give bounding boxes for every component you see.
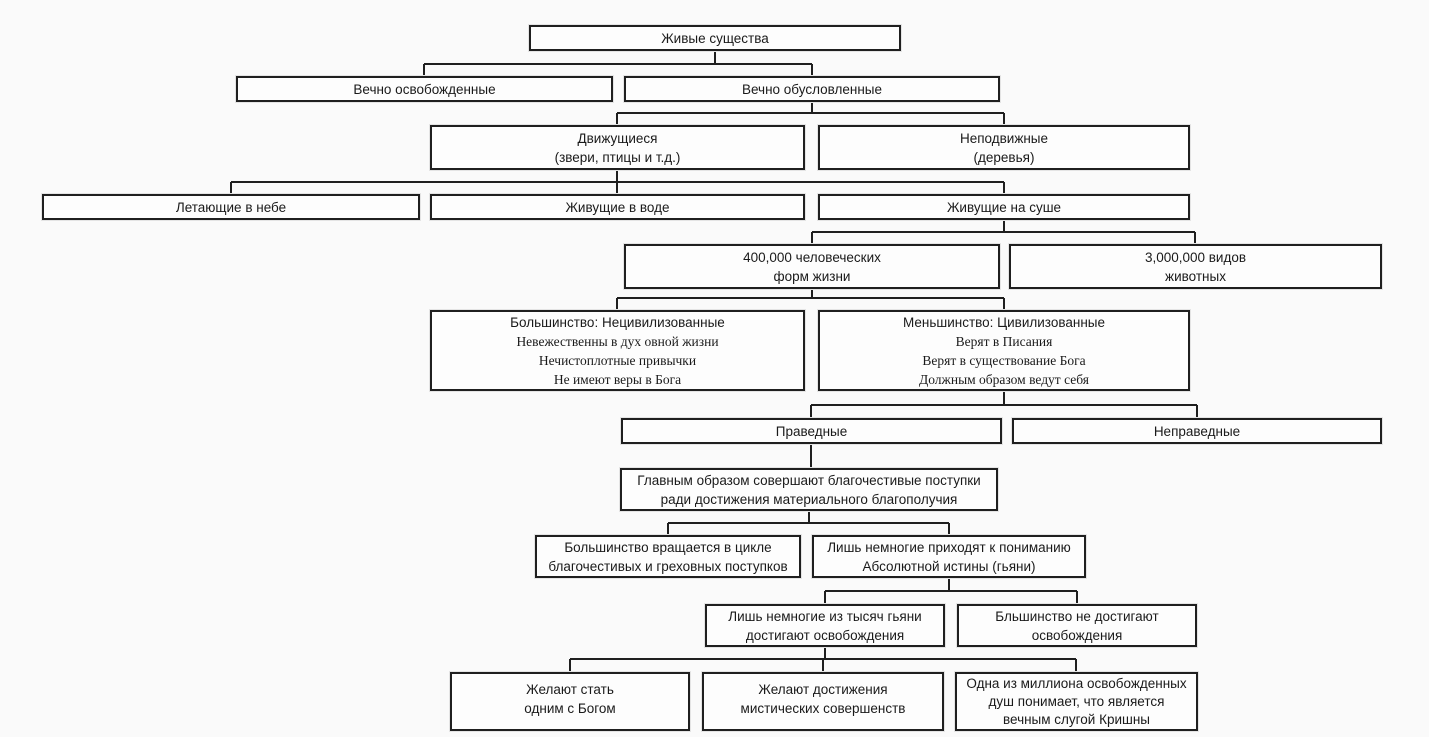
node-pious-activities: Главным образом совершают благочестивые … — [620, 468, 998, 511]
node-label: Живущие в воде — [565, 199, 670, 215]
node-label: Живущие на суше — [946, 199, 1062, 215]
node-label: Вечно обусловленные — [741, 81, 882, 97]
node-uncivilized: Большинство: Нецивилизованные Невежестве… — [430, 310, 805, 391]
node-living-beings: Живые существа — [529, 25, 901, 51]
node-flying: Летающие в небе — [42, 194, 420, 220]
node-label: (деревья) — [973, 149, 1035, 165]
node-impious: Неправедные — [1012, 418, 1382, 444]
node-label: Живые существа — [661, 30, 769, 46]
node-label: Меньшинство: Цивилизованные — [902, 314, 1106, 330]
node-pious: Праведные — [621, 418, 1002, 444]
node-label: Должным образом ведут себя — [919, 371, 1089, 387]
node-label: Невежественны в дух овной жизни — [516, 333, 719, 349]
node-water: Живущие в воде — [430, 194, 805, 220]
node-label: Праведные — [775, 423, 848, 439]
node-label: душ понимает, что является — [988, 693, 1165, 709]
node-label: Верят в Писания — [955, 333, 1053, 349]
node-label: Движущиеся — [577, 130, 658, 146]
node-label: Не имеют веры в Бога — [553, 371, 682, 387]
node-label: одним с Богом — [524, 701, 616, 716]
node-eternally-conditioned: Вечно обусловленные — [624, 76, 1000, 102]
node-animal-species: 3,000,000 видов животных — [1009, 244, 1382, 289]
node-label: 3,000,000 видов — [1144, 249, 1247, 265]
node-label: Большинство: Нецивилизованные — [510, 314, 725, 330]
node-label: Абсолютной истины (гьяни) — [862, 558, 1036, 574]
node-label: мистических совершенств — [740, 701, 906, 716]
node-majority-not: Бльшинство не достигают освобождения — [957, 604, 1197, 647]
node-label: благочестивых и греховных поступков — [548, 558, 788, 574]
node-mystic: Желают достижения мистических совершенст… — [702, 672, 944, 731]
node-human-forms: 400,000 человеческих форм жизни — [624, 244, 1000, 289]
node-label: Желают достижения — [758, 682, 888, 697]
node-label: форм жизни — [773, 268, 851, 284]
node-label: животных — [1165, 268, 1226, 284]
node-few-jnani: Лишь немногие из тысяч гьяни достигают о… — [705, 604, 945, 647]
node-eternally-liberated: Вечно освобожденные — [236, 76, 613, 102]
node-label: Большинство вращается в цикле — [564, 539, 772, 555]
node-label: Желают стать — [526, 682, 614, 697]
node-label: Летающие в небе — [175, 199, 287, 215]
node-label: Верят в существование Бога — [922, 352, 1086, 368]
node-label: Лишь немногие приходят к пониманию — [827, 539, 1071, 555]
node-label: (звери, птицы и т.д.) — [554, 149, 681, 165]
node-label: Нечистоплотные привычки — [538, 352, 697, 368]
node-label: Главным образом совершают благочестивые … — [637, 472, 981, 488]
node-label: 400,000 человеческих — [743, 249, 881, 265]
node-label: Неподвижные — [959, 130, 1049, 146]
node-label: освобождения — [1031, 627, 1123, 643]
node-label: Бльшинство не достигают — [995, 608, 1159, 624]
node-cycle: Большинство вращается в цикле благочести… — [535, 535, 801, 578]
node-moving: Движущиеся (звери, птицы и т.д.) — [430, 125, 805, 170]
node-nonmoving: Неподвижные (деревья) — [818, 125, 1190, 170]
node-label: Одна из миллиона освобожденных — [966, 675, 1187, 691]
node-label: Вечно освобожденные — [353, 81, 496, 97]
node-jnani: Лишь немногие приходят к пониманию Абсол… — [812, 535, 1086, 578]
node-label: ради достижения материального благополуч… — [660, 491, 958, 507]
node-servant-krishna: Одна из миллиона освобожденных душ поним… — [955, 672, 1198, 731]
node-civilized: Меньшинство: Цивилизованные Верят в Писа… — [818, 310, 1190, 391]
node-one-with-god: Желают стать одним с Богом — [450, 672, 690, 731]
node-label: достигают освобождения — [745, 627, 905, 643]
node-label: вечным слугой Кришны — [1002, 711, 1150, 727]
node-label: Неправедные — [1153, 423, 1241, 439]
node-land: Живущие на суше — [818, 194, 1190, 220]
node-label: Лишь немногие из тысяч гьяни — [728, 608, 922, 624]
